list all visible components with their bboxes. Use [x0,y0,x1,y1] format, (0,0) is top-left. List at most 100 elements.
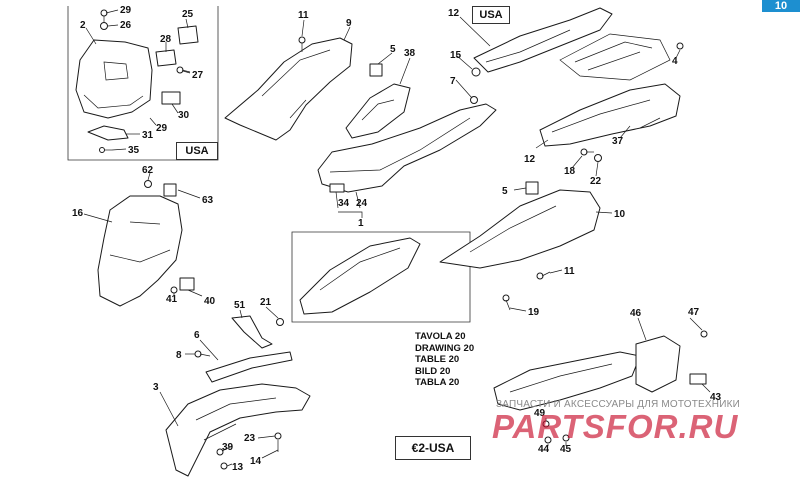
callout-44: 44 [538,444,550,455]
table-20-inset-frame [291,231,471,323]
part-3-front-mudguard[interactable] [165,383,311,477]
callout-30: 30 [178,110,190,121]
callout-18: 18 [564,166,576,177]
part-13-washer[interactable] [220,462,228,470]
callout-2: 2 [80,20,86,31]
part-63-bracket[interactable] [163,183,177,197]
part-18-screw[interactable] [580,148,594,156]
part-21-nut[interactable] [276,318,284,326]
leader-lines [83,9,711,467]
callout-6: 6 [194,330,200,341]
callout-35: 35 [128,145,140,156]
part-41-washer[interactable] [170,286,178,294]
part-16-front-fairing[interactable] [97,195,183,307]
part-62-bolt[interactable] [144,180,152,188]
callout-28: 28 [160,34,172,45]
part-6-bracket[interactable] [205,351,293,383]
part-11-screw-mid[interactable] [536,271,551,280]
table-line-drawing: DRAWING 20 [415,342,475,354]
part-12-tail-unit-usa[interactable] [473,7,613,73]
watermark-caption: ЗАПЧАСТИ И АКСЕССУАРЫ ДЛЯ МОТОТЕХНИКИ [496,399,741,410]
part-5-clip-mid[interactable] [525,181,539,195]
part-5-clip-top[interactable] [369,63,383,77]
part-38-side-cover[interactable] [345,83,411,139]
callout-49: 49 [534,408,546,419]
part-46-license-plate-holder[interactable] [635,335,681,393]
part-44-washer[interactable] [544,436,552,444]
callout-63: 63 [202,195,214,206]
part-47-bolt[interactable] [700,330,708,338]
callout-39: 39 [222,442,234,453]
callout-29-top: 29 [120,5,132,16]
part-25-clip[interactable] [177,25,199,45]
callout-7: 7 [450,76,456,87]
callout-22: 22 [590,176,602,187]
usa-label-inset: USA [176,142,218,160]
table-line-bild: BILD 20 [415,365,451,377]
callout-5-mid: 5 [502,186,508,197]
part-28-bracket[interactable] [155,49,177,67]
callout-12: 12 [524,154,536,165]
part-43-bracket[interactable] [689,373,707,385]
callout-8: 8 [176,350,182,361]
callout-19: 19 [528,307,540,318]
homologation-label: €2-USA [395,436,471,460]
part-29-bolt-top[interactable] [100,9,108,24]
callout-10: 10 [614,209,626,220]
callout-37: 37 [612,136,624,147]
callout-5-top: 5 [390,44,396,55]
part-8-screw[interactable] [194,350,211,358]
callout-38: 38 [404,48,416,59]
callout-51: 51 [234,300,246,311]
callout-9: 9 [346,18,352,29]
callout-41: 41 [166,294,178,305]
part-22-washer[interactable] [594,154,602,162]
part-35-bolt[interactable] [99,147,113,153]
callout-11-top: 11 [298,10,309,21]
page-tab-number: 10 [762,0,800,12]
part-1-seat[interactable] [317,103,497,193]
callout-4: 4 [672,56,678,67]
part-9-side-panel[interactable] [224,37,353,141]
table-line-table: TABLE 20 [415,354,460,365]
callout-26: 26 [120,20,132,31]
part-19-screw[interactable] [502,294,511,311]
callout-40: 40 [204,296,216,307]
callout-23: 23 [244,433,256,444]
table-line-tabla: TABLA 20 [415,377,460,388]
part-12-tail-unit[interactable] [539,83,681,147]
usa-inset-frame [67,6,219,161]
callout-47: 47 [688,307,700,318]
part-15-washer[interactable] [471,67,481,77]
callout-14: 14 [250,456,262,467]
callout-62: 62 [142,165,154,176]
part-table20-side-cover[interactable] [299,237,421,315]
part-31-mount-plate[interactable] [87,125,129,141]
callout-16: 16 [72,208,84,219]
part-27-screw[interactable] [176,66,191,74]
callout-1: 1 [358,218,364,229]
part-2-headlight-fairing[interactable] [75,39,153,119]
part-30-bracket[interactable] [161,91,181,105]
part-39-nut[interactable] [216,448,224,456]
callout-12-usa: 12 [448,8,460,19]
callout-21: 21 [260,297,272,308]
part-46-rear-mudguard[interactable] [493,351,641,411]
part-10-side-panel[interactable] [439,189,601,269]
usa-label-tail: USA [472,6,510,24]
part-7-nut[interactable] [470,96,478,104]
callout-31: 31 [142,130,154,141]
part-45-screw[interactable] [562,434,570,442]
callout-46: 46 [630,308,642,319]
part-23-washer[interactable] [274,432,282,440]
part-34-rubber-pad[interactable] [329,183,345,193]
part-40-clip[interactable] [179,277,195,291]
part-51-support[interactable] [231,315,273,349]
part-11-screw-top[interactable] [298,36,306,52]
part-37-grab-rail[interactable] [559,33,671,81]
callout-15: 15 [450,50,462,61]
callout-45: 45 [560,444,572,455]
part-26-washer[interactable] [100,22,108,30]
callout-11-mid: 11 [564,266,575,277]
part-4-bolt[interactable] [676,42,684,50]
